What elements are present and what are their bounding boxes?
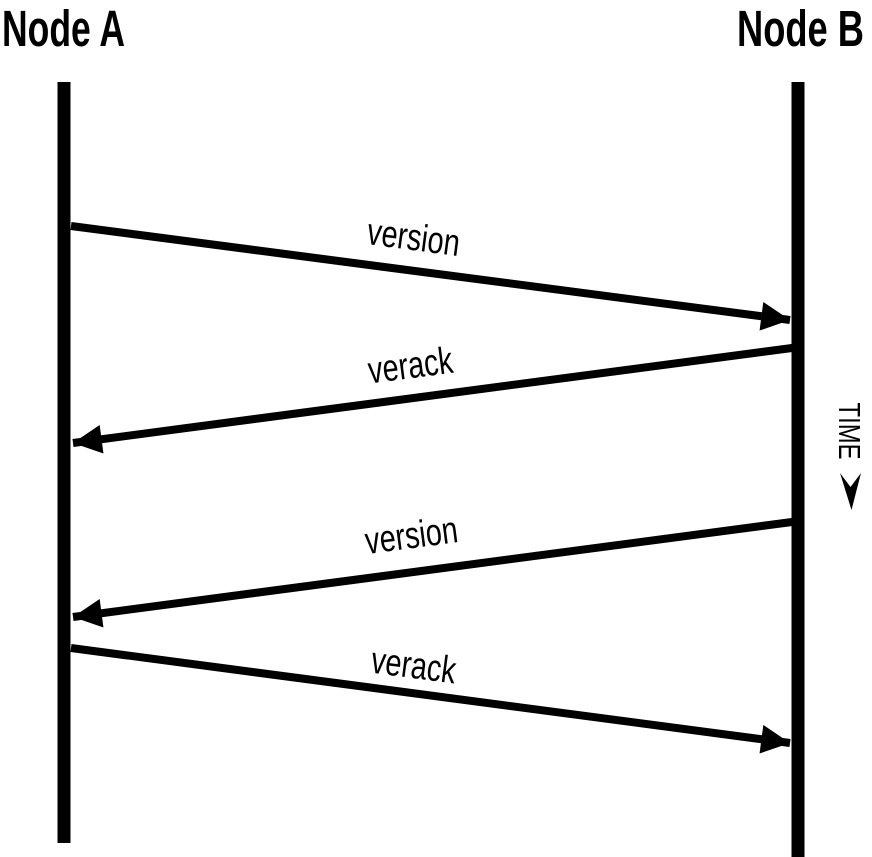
time-axis: TIME — [832, 403, 867, 510]
message-label: version — [365, 211, 463, 265]
message-verack-1: verack — [72, 340, 793, 454]
message-label: verack — [369, 640, 460, 693]
message-label: version — [363, 509, 461, 563]
node-a-title: Node A — [2, 0, 125, 57]
message-label: verack — [366, 340, 457, 393]
message-arrow — [72, 344, 793, 454]
message-verack-2: verack — [70, 640, 791, 754]
time-direction-arrow-icon — [840, 473, 861, 510]
lifeline-node-b — [791, 82, 805, 857]
node-b-title: Node B — [737, 0, 864, 57]
message-arrow — [70, 222, 791, 331]
message-arrow — [72, 518, 793, 628]
lifeline-node-a — [57, 82, 71, 843]
message-version-2: version — [72, 509, 793, 628]
message-version-1: version — [70, 211, 791, 331]
time-axis-label: TIME — [832, 403, 867, 460]
message-arrow — [70, 644, 791, 754]
